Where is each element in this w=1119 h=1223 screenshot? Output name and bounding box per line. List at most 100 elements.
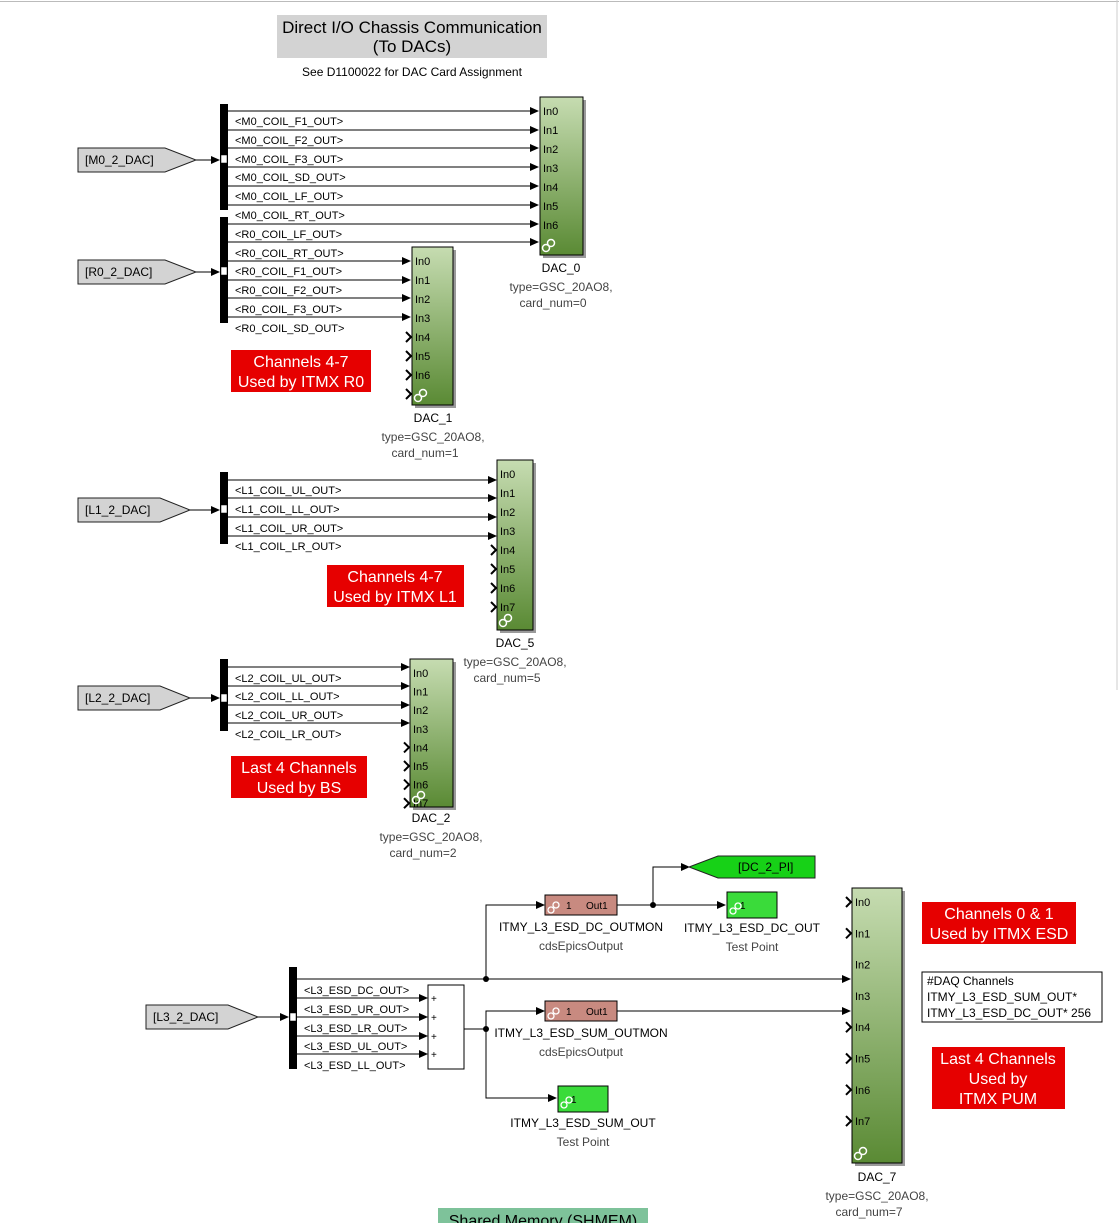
dac-port-label: In3	[415, 313, 430, 325]
testpoint-sum-name: ITMY_L3_ESD_SUM_OUT	[510, 1116, 656, 1130]
testpoint-port: 1	[740, 901, 746, 912]
dac-port-label: In5	[500, 564, 515, 576]
dac-block-body	[409, 658, 454, 808]
unconnected-port-icon	[845, 1021, 853, 1033]
signal-label: <R0_COIL_LF_OUT>	[235, 229, 342, 241]
dac-port-label: In7	[500, 602, 515, 614]
unconnected-port-icon	[405, 350, 413, 362]
dac-port-label: In2	[500, 507, 515, 519]
dac-block-body	[496, 459, 534, 631]
m0-signal-wires	[228, 107, 539, 246]
svg-text:ITMX PUM: ITMX PUM	[959, 1091, 1037, 1108]
daq-channels-box: #DAQ Channels ITMY_L3_ESD_SUM_OUT* ITMY_…	[921, 971, 1103, 1023]
epics-sum-lib: cdsEpicsOutput	[539, 1045, 624, 1059]
svg-text:Channels 4-7: Channels 4-7	[347, 569, 442, 586]
unconnected-port-icon	[845, 1115, 853, 1127]
dac-block-name: DAC_0	[542, 261, 581, 275]
signal-label: <M0_COIL_F1_OUT>	[235, 116, 343, 128]
from-tag-r0[interactable]: [R0_2_DAC]	[77, 259, 198, 285]
dac-port-label: In4	[543, 182, 558, 194]
svg-text:Shared Memory (SHMEM): Shared Memory (SHMEM)	[449, 1213, 637, 1223]
note-esd-channels: Channels 0 & 1 Used by ITMX ESD	[922, 902, 1076, 944]
signal-label: <L3_ESD_DC_OUT>	[304, 985, 409, 997]
link-icon	[498, 613, 513, 628]
dac-port-label: In4	[413, 742, 428, 754]
dac-block-type: type=GSC_20AO8,	[825, 1189, 928, 1203]
dac-port-label: In6	[500, 583, 515, 595]
from-tag-l3[interactable]: [L3_2_DAC]	[145, 1004, 260, 1030]
from-tag-l2[interactable]: [L2_2_DAC]	[77, 685, 192, 711]
epics-output-sum-block[interactable]: 1 Out1	[544, 1000, 618, 1022]
dac-block-body	[539, 96, 584, 256]
signal-label: <L2_COIL_LL_OUT>	[235, 691, 340, 703]
l3-sum-output-wires	[464, 1007, 851, 1102]
unconnected-port-icon	[845, 1052, 853, 1065]
dac-blocks-layer: In0In1In2In3In4In5In6DAC_0type=GSC_20AO8…	[379, 96, 929, 1219]
dac-port-label: In2	[413, 705, 428, 717]
signal-label: <M0_COIL_F3_OUT>	[235, 154, 343, 166]
svg-text:Channels 0 & 1: Channels 0 & 1	[944, 906, 1054, 923]
epics-out-port: Out1	[586, 901, 608, 912]
page-subtitle: See D1100022 for DAC Card Assignment	[302, 65, 523, 79]
unconnected-port-icon	[405, 331, 413, 343]
unconnected-port-icon	[403, 797, 411, 809]
unconnected-port-icon	[403, 778, 411, 791]
signal-label: <M0_COIL_F2_OUT>	[235, 135, 343, 147]
svg-text:ITMY_L3_ESD_DC_OUT* 256: ITMY_L3_ESD_DC_OUT* 256	[927, 1006, 1091, 1020]
dac-block-card: card_num=0	[519, 296, 586, 310]
dac-port-label: In3	[543, 163, 558, 175]
signal-label: <M0_COIL_LF_OUT>	[235, 191, 343, 203]
link-icon	[413, 388, 428, 403]
svg-text:Last 4 Channels: Last 4 Channels	[241, 760, 357, 777]
title-line-2: (To DACs)	[373, 37, 451, 56]
signal-label: <L3_ESD_LR_OUT>	[304, 1023, 407, 1035]
svg-text:Used by ITMX ESD: Used by ITMX ESD	[930, 926, 1069, 943]
from-tag-m0[interactable]: [M0_2_DAC]	[77, 147, 198, 173]
dac-port-label: In5	[415, 351, 430, 363]
dac-block-name: DAC_2	[412, 811, 451, 825]
signal-label: <L2_COIL_UL_OUT>	[235, 673, 341, 685]
note-bs-channels: Last 4 Channels Used by BS	[231, 756, 367, 798]
unconnected-port-icon	[405, 388, 413, 400]
dac-block-name: DAC_1	[414, 411, 453, 425]
svg-text:Used by BS: Used by BS	[257, 780, 341, 797]
dac-port-label: In2	[543, 144, 558, 156]
link-icon	[547, 1007, 560, 1020]
sum-sign: +	[431, 994, 437, 1005]
signal-label: <M0_COIL_SD_OUT>	[235, 172, 346, 184]
dac-block-card: card_num=7	[835, 1205, 902, 1219]
svg-text:[M0_2_DAC]: [M0_2_DAC]	[85, 153, 154, 167]
unconnected-port-icon	[490, 544, 498, 556]
epics-in-port: 1	[566, 901, 572, 912]
epics-dc-name: ITMY_L3_ESD_DC_OUTMON	[499, 920, 663, 934]
testpoint-sum-block[interactable]: 1	[557, 1085, 609, 1113]
dac-block-type: type=GSC_20AO8,	[463, 655, 566, 669]
note-l1-channels: Channels 4-7 Used by ITMX L1	[327, 565, 464, 607]
sum-block[interactable]: + + + +	[427, 984, 465, 1070]
dac-block-name: DAC_7	[858, 1170, 897, 1184]
goto-tag-dc-2-pi[interactable]: [DC_2_PI]	[687, 855, 816, 879]
testpoint-port: 1	[571, 1095, 577, 1106]
signal-label: <L1_COIL_LR_OUT>	[235, 541, 341, 553]
dac-port-label: In2	[415, 294, 430, 306]
shared-memory-section-label: Shared Memory (SHMEM)	[438, 1208, 648, 1223]
signal-label: <L3_ESD_LL_OUT>	[304, 1060, 406, 1072]
epics-output-dc-block[interactable]: 1 Out1	[544, 894, 618, 916]
unconnected-port-icon	[403, 760, 411, 772]
dac-port-label: In5	[543, 201, 558, 213]
link-icon	[547, 901, 560, 914]
from-tag-l1[interactable]: [L1_2_DAC]	[77, 497, 192, 523]
sum-sign: +	[431, 1013, 437, 1024]
dac-port-label: In4	[500, 545, 515, 557]
testpoint-sum-lib: Test Point	[557, 1135, 610, 1149]
testpoint-dc-lib: Test Point	[726, 940, 779, 954]
dac-block-type: type=GSC_20AO8,	[509, 280, 612, 294]
dac-port-label: In5	[855, 1054, 870, 1066]
testpoint-dc-block[interactable]: 1	[726, 891, 778, 919]
